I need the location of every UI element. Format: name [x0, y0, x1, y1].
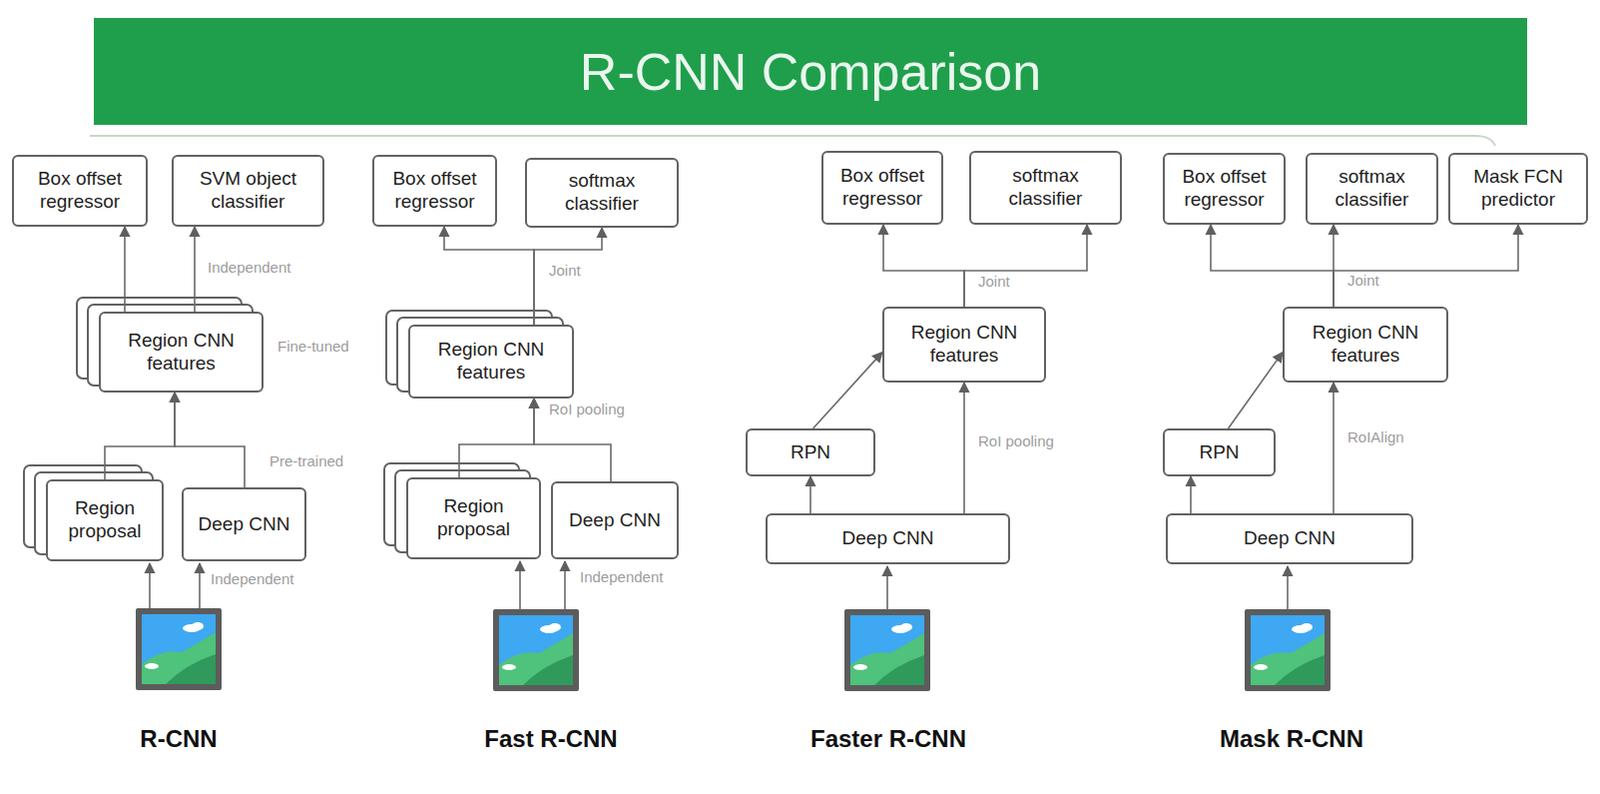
process-box: softmax classifier	[525, 157, 679, 228]
flow-arrow	[813, 352, 883, 429]
annotation: Joint	[1345, 271, 1382, 290]
input-arrow	[1286, 565, 1289, 609]
process-box: Deep CNN	[1165, 513, 1414, 564]
box-label: Box offset regressor	[19, 167, 140, 214]
box-label: softmax classifier	[977, 164, 1114, 211]
box-label: Region CNN features	[1290, 321, 1441, 368]
input-arrow	[198, 562, 201, 608]
box-label: Deep CNN	[1243, 527, 1336, 550]
image-icon	[493, 608, 579, 691]
process-box: Region CNN features	[882, 306, 1047, 383]
process-box: Region CNN features	[408, 324, 574, 399]
box-label: Region proposal	[414, 495, 534, 541]
process-box: Region proposal	[45, 479, 164, 561]
flow-arrow	[174, 392, 245, 488]
process-box: Deep CNN	[181, 487, 307, 561]
process-box: RPN	[1162, 428, 1276, 477]
box-label: softmax classifier	[1313, 165, 1431, 212]
process-box: Box offset regressor	[821, 150, 944, 225]
box-label: Box offset regressor	[1170, 165, 1278, 212]
process-box: Deep CNN	[550, 481, 679, 559]
input-arrow	[519, 560, 522, 609]
annotation: Independent	[208, 569, 296, 588]
flow-arrow	[444, 226, 534, 325]
flow-arrow	[1228, 352, 1283, 429]
annotation: Independent	[205, 258, 293, 277]
flow-arrow	[104, 392, 175, 480]
model-name: Faster R-CNN	[808, 724, 969, 753]
rule-line	[89, 135, 1496, 146]
box-label: Box offset regressor	[829, 164, 936, 211]
flow-arrow	[459, 398, 534, 478]
flow-arrow	[1210, 224, 1334, 307]
flow-arrow	[1189, 476, 1192, 514]
flow-arrow	[963, 382, 966, 514]
diagram-title: R-CNN Comparison	[579, 41, 1042, 102]
flow-arrow	[883, 224, 965, 307]
model-name: Mask R-CNN	[1217, 724, 1366, 753]
annotation: Joint	[546, 261, 583, 280]
box-label: Region proposal	[53, 497, 156, 543]
process-box: Box offset regressor	[1162, 152, 1286, 225]
flow-arrow	[964, 224, 1087, 307]
flow-arrow	[123, 226, 126, 312]
process-box: Region proposal	[406, 477, 541, 559]
box-label: softmax classifier	[533, 169, 671, 216]
model-name: Fast R-CNN	[482, 724, 619, 753]
model-name: R-CNN	[137, 724, 219, 753]
box-label: SVM object classifier	[179, 167, 317, 214]
image-icon	[1244, 608, 1331, 691]
box-label: Region CNN features	[106, 329, 256, 376]
annotation: RoIAlign	[1345, 428, 1407, 447]
flow-arrow	[193, 226, 196, 312]
box-label: Deep CNN	[568, 509, 661, 533]
box-label: Deep CNN	[842, 527, 935, 550]
annotation: Joint	[976, 272, 1013, 291]
process-box: SVM object classifier	[171, 154, 325, 227]
process-box: Deep CNN	[765, 513, 1011, 564]
flow-arrow	[1332, 382, 1335, 514]
annotation: RoI pooling	[546, 400, 627, 419]
process-box: RPN	[745, 428, 876, 477]
flow-arrow	[533, 227, 602, 325]
process-box: softmax classifier	[969, 150, 1122, 225]
annotation: Fine-tuned	[275, 337, 352, 356]
box-label: Mask FCN predictor	[1456, 165, 1581, 212]
process-box: Region CNN features	[98, 311, 264, 393]
input-arrow	[563, 560, 566, 609]
box-label: Deep CNN	[198, 513, 291, 536]
box-label: Box offset regressor	[380, 167, 490, 214]
process-box: Mask FCN predictor	[1448, 152, 1589, 225]
box-label: Region CNN features	[890, 321, 1039, 368]
image-icon	[135, 607, 222, 690]
process-box: softmax classifier	[1305, 152, 1439, 225]
flow-arrow	[1333, 224, 1519, 307]
flow-arrow	[809, 476, 812, 514]
annotation: RoI pooling	[976, 432, 1057, 451]
box-label: RPN	[790, 441, 831, 465]
image-icon	[844, 608, 931, 691]
box-label: Region CNN features	[416, 338, 566, 385]
input-arrow	[148, 562, 151, 608]
process-box: Box offset regressor	[372, 154, 498, 227]
process-box: Region CNN features	[1282, 306, 1449, 383]
input-arrow	[886, 565, 889, 609]
process-box: Box offset regressor	[11, 154, 148, 227]
title-band: R-CNN Comparison	[93, 17, 1528, 125]
box-label: RPN	[1198, 441, 1239, 465]
annotation: Independent	[577, 567, 665, 586]
annotation: Pre-trained	[267, 452, 346, 471]
